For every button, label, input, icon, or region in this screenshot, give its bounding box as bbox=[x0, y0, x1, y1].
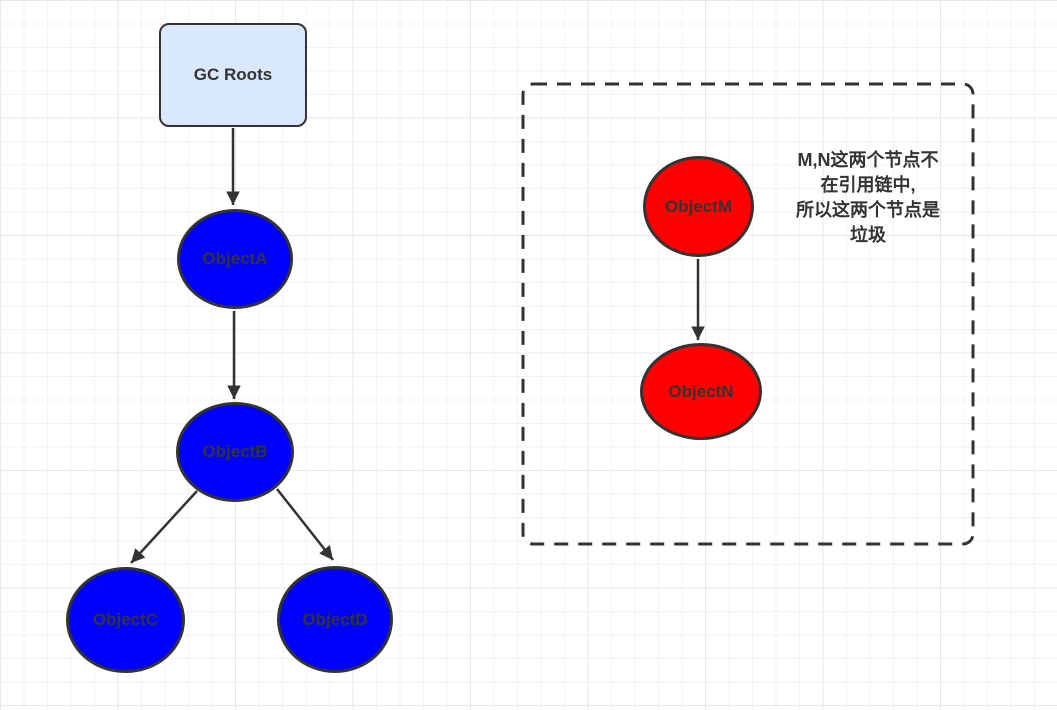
node-object-n-label: ObjectN bbox=[668, 381, 734, 401]
garbage-annotation-line: 垃圾 bbox=[850, 225, 886, 245]
garbage-annotation-line: 在引用链中, bbox=[820, 175, 916, 195]
node-object-a-label: ObjectA bbox=[202, 249, 268, 268]
node-object-c-label: ObjectC bbox=[92, 610, 159, 629]
node-object-b: ObjectB bbox=[176, 402, 294, 502]
node-object-m: ObjectM bbox=[643, 156, 754, 257]
node-object-b-label: ObjectB bbox=[202, 442, 268, 461]
node-gc-roots-label: GC Roots bbox=[193, 65, 273, 84]
node-object-d: ObjectD bbox=[277, 566, 393, 673]
node-gc-roots: GC Roots bbox=[159, 23, 307, 127]
node-object-a: ObjectA bbox=[177, 209, 293, 309]
node-object-d-label: ObjectD bbox=[302, 609, 368, 629]
node-object-n: ObjectN bbox=[640, 343, 762, 440]
garbage-annotation-line: 所以这两个节点是 bbox=[796, 200, 940, 220]
node-object-c: ObjectC bbox=[66, 567, 185, 673]
node-object-m-label: ObjectM bbox=[664, 196, 733, 216]
garbage-annotation: M,N这两个节点不 在引用链中, 所以这两个节点是 垃圾 bbox=[762, 148, 974, 248]
garbage-annotation-line: M,N这两个节点不 bbox=[797, 150, 939, 170]
edge-objectb-objectc bbox=[130, 490, 198, 564]
edge-objectm-objectd bbox=[276, 488, 334, 561]
